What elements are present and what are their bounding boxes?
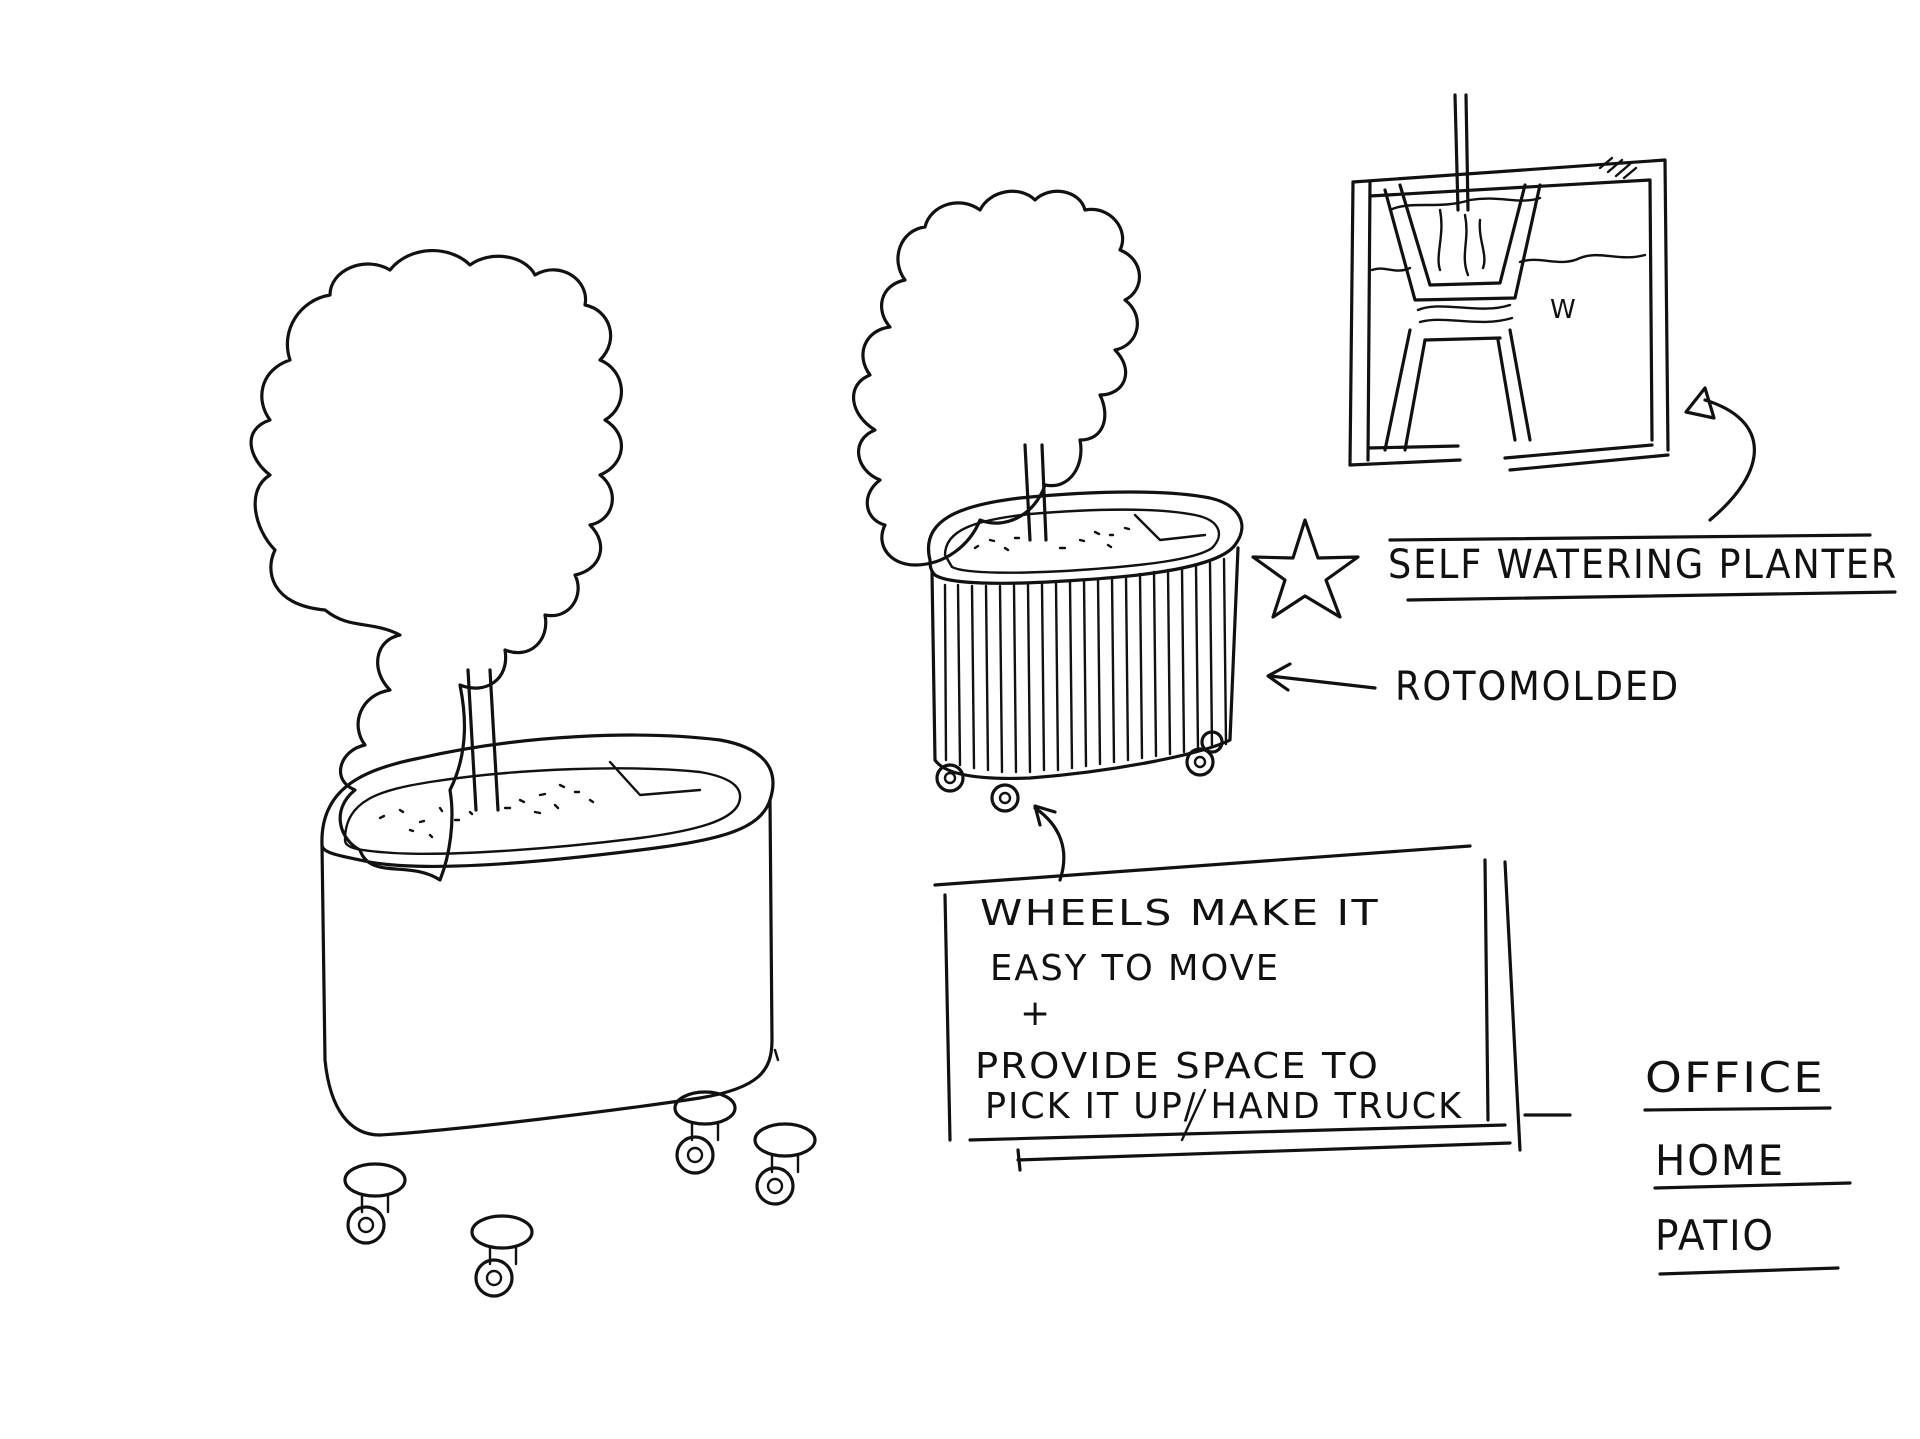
- wheels-pointer-arrow: [1033, 804, 1066, 882]
- large-planter-trunk-left: [466, 668, 478, 812]
- note-line-1: WHEELS MAKE IT: [980, 893, 1380, 934]
- self-watering-section-drawing: W: [1348, 93, 1670, 472]
- use-item-home: HOME: [1655, 1136, 1785, 1185]
- use-item-patio: PATIO: [1655, 1211, 1775, 1260]
- rotomolded-planter-drawing: [852, 189, 1244, 813]
- star-icon: [1251, 518, 1360, 619]
- large-planter-drawing: [249, 248, 817, 1298]
- large-planter-caster-back-left: [673, 1090, 737, 1175]
- section-pointer-arrow: [1684, 386, 1756, 522]
- large-planter-soil: [378, 760, 702, 839]
- large-planter-foliage: [249, 248, 623, 882]
- rotomolded-planter-rim: [926, 490, 1244, 585]
- large-planter-caster-front-left: [343, 1162, 407, 1245]
- use-item-office: OFFICE: [1645, 1053, 1825, 1102]
- self-watering-overline: [1388, 533, 1872, 542]
- rotomolded-planter-casters: [935, 730, 1224, 813]
- note-line-3: +: [1020, 993, 1052, 1034]
- large-planter-caster-front-center: [470, 1214, 534, 1298]
- note-line-2: EASY TO MOVE: [990, 948, 1280, 989]
- large-planter-caster-back-right: [753, 1122, 817, 1206]
- self-watering-planter-label: SELF WATERING PLANTER: [1388, 542, 1898, 588]
- self-watering-underline: [1406, 590, 1897, 602]
- water-reservoir-label: W: [1550, 295, 1578, 325]
- note-line-5: PICK IT UP/ HAND TRUCK: [985, 1086, 1463, 1127]
- rotomolded-planter-soil: [973, 513, 1207, 552]
- large-planter-trunk-right: [488, 668, 500, 812]
- uses-list: OFFICE HOME PATIO: [1643, 1053, 1852, 1276]
- rotomolded-label: ROTOMOLDED: [1395, 664, 1680, 710]
- rotomolded-planter-foliage: [852, 189, 1141, 567]
- rotomolded-planter-ribs: [943, 557, 1228, 774]
- wheels-note-box: WHEELS MAKE IT EASY TO MOVE + PROVIDE SP…: [933, 844, 1572, 1172]
- rotomolded-arrow: [1266, 662, 1377, 692]
- large-planter-rim-inner: [343, 767, 742, 855]
- large-planter-rim-outer: [320, 733, 775, 868]
- large-planter-body: [320, 798, 774, 1137]
- note-line-4: PROVIDE SPACE TO: [975, 1046, 1380, 1087]
- note-slash: [1180, 1088, 1207, 1142]
